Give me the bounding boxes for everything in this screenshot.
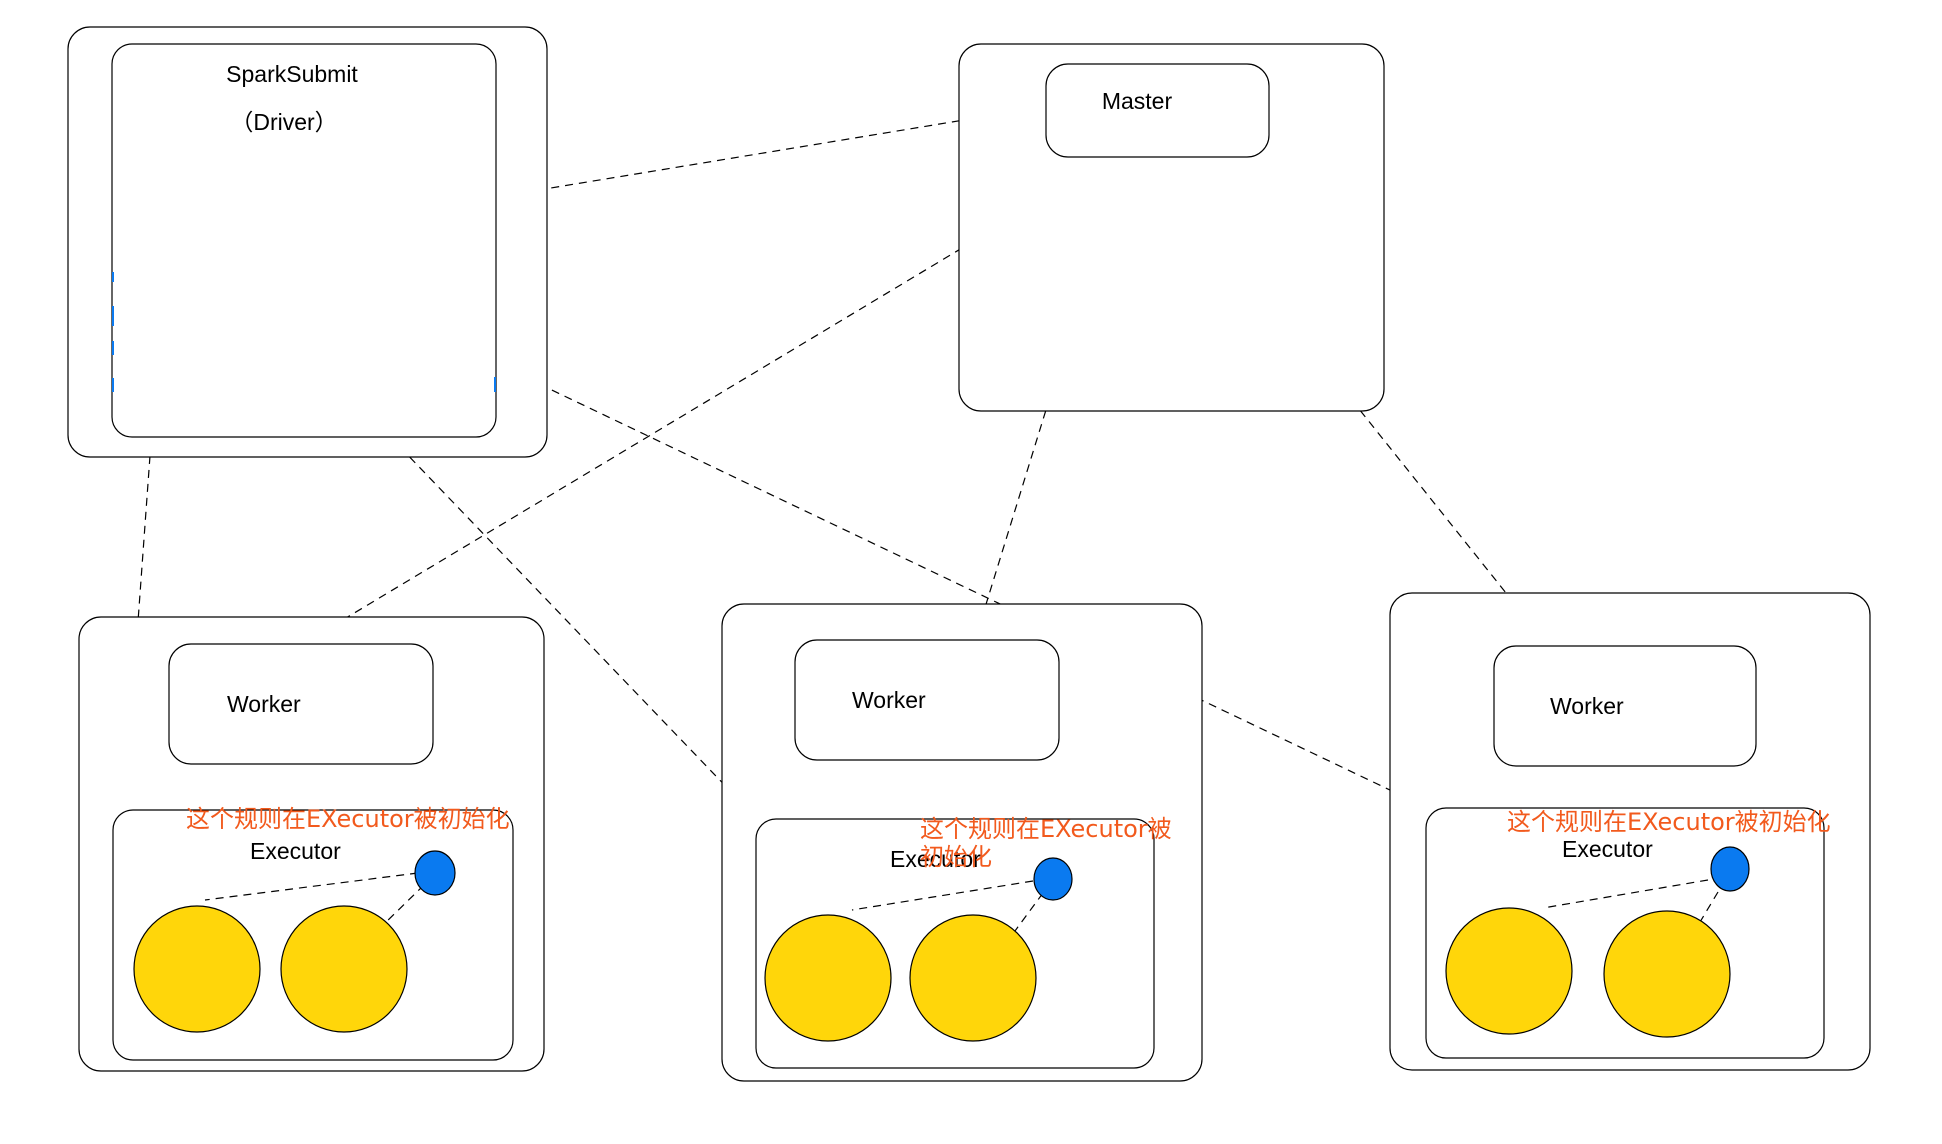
executor-note-line: 这个规则在EXecutor被初始化 [1507,808,1831,836]
worker-node-1: Worker Executor 这个规则在EXecutor被初始化 [78,616,545,1072]
master-process-box [1045,63,1270,158]
executor-note: 这个规则在EXecutor被初始化 [1507,808,1831,836]
task-circle [1445,907,1573,1035]
executor-note-line: 初始化 [920,843,992,871]
executor-note-line: 这个规则在EXecutor被初始化 [186,805,510,833]
task-circle [133,905,261,1033]
rule-dot [1033,857,1073,901]
driver-executor-3-link [513,371,1437,813]
rule-task-link [204,872,419,901]
driver-subtitle: （Driver） [230,109,337,135]
master-label: Master [1102,88,1173,114]
worker-node-2: Worker Executor 这个规则在EXecutor被 初始化 [721,603,1203,1082]
rule-dot [1710,846,1750,892]
rule-task-link [1699,891,1719,923]
rule-task-link [851,880,1034,911]
task-circle [764,914,892,1042]
rule-task-link [1011,892,1044,936]
rule-task-link [382,884,425,926]
worker-label: Worker [1550,693,1624,719]
selection-marks [112,272,496,392]
worker-process-box [794,639,1060,761]
task-circle [909,914,1037,1042]
driver-process-box [111,43,497,438]
executor-label: Executor [1562,836,1653,862]
executor-label: Executor [250,838,341,864]
driver-executor-2-link [399,446,763,825]
worker-node-3: Worker Executor 这个规则在EXecutor被初始化 [1389,592,1871,1071]
executor-note: 这个规则在EXecutor被 初始化 [920,815,1179,871]
executor-note-line: 这个规则在EXecutor被 [920,815,1172,843]
master-node: Master [958,43,1385,412]
worker-label: Worker [852,687,926,713]
rule-dot [414,850,456,896]
driver-title: SparkSubmit [226,61,358,87]
master-worker-1-link [300,175,1083,646]
worker-process-box [168,643,434,765]
executor-label: Executor [890,846,981,872]
worker-label: Worker [227,691,301,717]
driver-node: SparkSubmit （Driver） [67,26,548,458]
executor-note: 这个规则在EXecutor被初始化 [186,805,510,833]
worker-process-box [1493,645,1757,767]
task-circle [1603,910,1731,1038]
task-circle [280,905,408,1033]
